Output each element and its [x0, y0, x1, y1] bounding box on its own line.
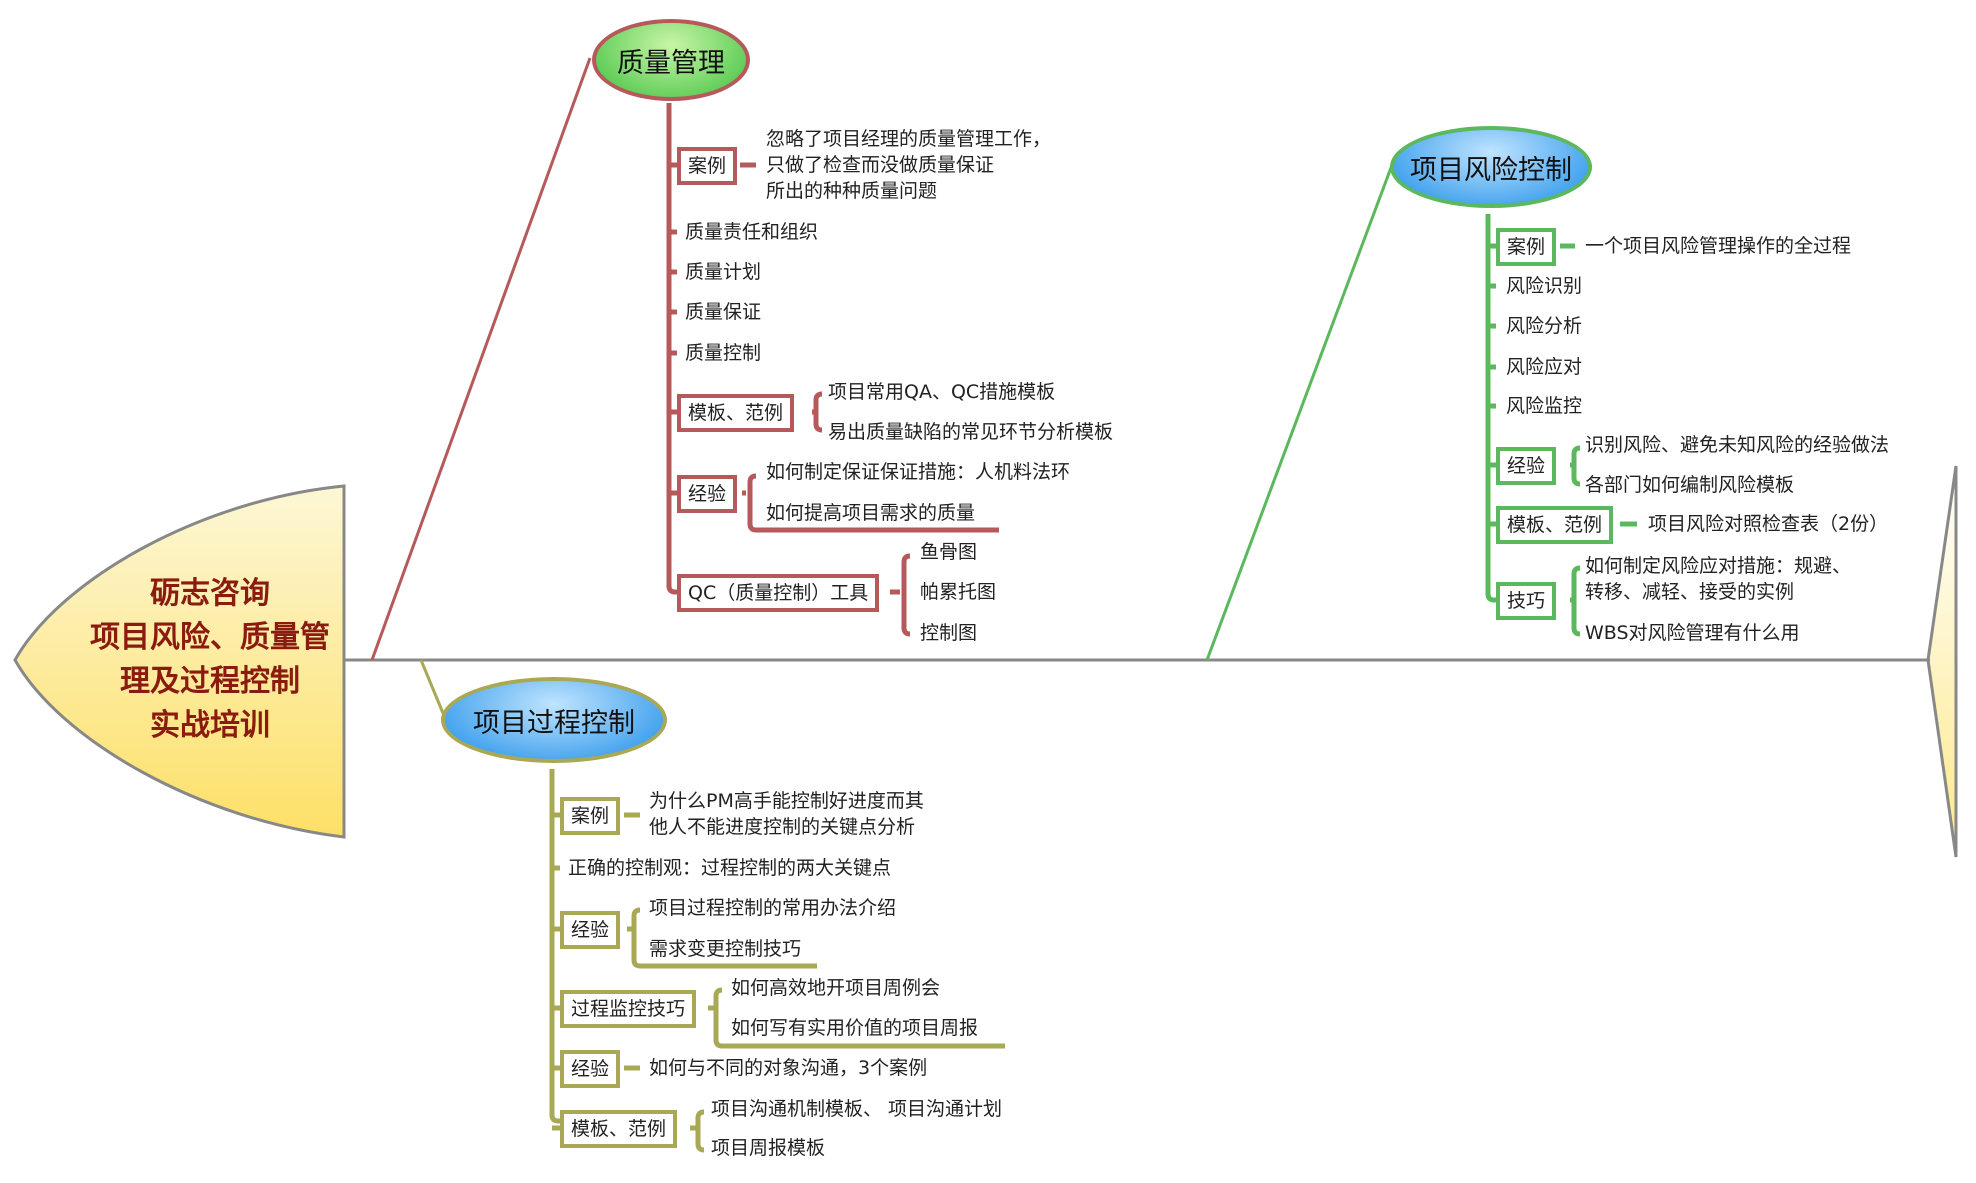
topic-quality[interactable]: 质量管理: [592, 19, 750, 101]
title-line: 实战培训: [150, 708, 270, 743]
quality-tool-child[interactable]: 鱼骨图: [920, 541, 978, 563]
process-monitor-child[interactable]: 如何写有实用价值的项目周报: [731, 1017, 979, 1039]
topic-risk[interactable]: 项目风险控制: [1390, 126, 1592, 208]
quality-item[interactable]: 质量保证: [685, 301, 762, 323]
risk-experience-child[interactable]: 各部门如何编制风险模板: [1585, 474, 1795, 496]
text-line: 转移、减轻、接受的实例: [1585, 581, 1795, 603]
risk-experience-child[interactable]: 识别风险、避免未知风险的经验做法: [1585, 434, 1890, 456]
process-experience-child[interactable]: 项目过程控制的常用办法介绍: [649, 897, 897, 919]
process-template-child[interactable]: 项目沟通机制模板、 项目沟通计划: [711, 1098, 1003, 1120]
quality-item[interactable]: 质量计划: [685, 261, 762, 283]
title-line: 砺志咨询: [150, 576, 270, 611]
quality-item[interactable]: 质量控制: [685, 342, 762, 364]
text-line: 如何制定风险应对措施：规避、: [1585, 555, 1852, 577]
quality-template-child[interactable]: 项目常用QA、QC措施模板: [828, 381, 1056, 403]
quality-tool-child[interactable]: 帕累托图: [920, 581, 997, 603]
process-experience2-node[interactable]: 经验: [560, 1050, 621, 1088]
risk-experience-node[interactable]: 经验: [1496, 447, 1557, 485]
process-experience2-child[interactable]: 如何与不同的对象沟通，3个案例: [649, 1057, 928, 1079]
risk-template-node[interactable]: 模板、范例: [1496, 506, 1614, 544]
risk-item[interactable]: 风险应对: [1506, 356, 1583, 378]
process-monitor-node[interactable]: 过程监控技巧: [560, 990, 697, 1028]
process-experience-node[interactable]: 经验: [560, 911, 621, 949]
quality-experience-child[interactable]: 如何制定保证保证措施：人机料法环: [766, 461, 1071, 483]
quality-tools-node[interactable]: QC（质量控制）工具: [677, 574, 880, 612]
risk-case-node[interactable]: 案例: [1496, 228, 1557, 266]
quality-experience-child[interactable]: 如何提高项目需求的质量: [766, 502, 976, 524]
risk-skills-child[interactable]: WBS对风险管理有什么用: [1585, 622, 1800, 644]
topic-process[interactable]: 项目过程控制: [441, 677, 667, 763]
process-item[interactable]: 正确的控制观：过程控制的两大关键点: [568, 857, 892, 879]
risk-item[interactable]: 风险分析: [1506, 315, 1583, 337]
text-line: 忽略了项目经理的质量管理工作，: [766, 128, 1052, 150]
quality-case-node[interactable]: 案例: [677, 147, 738, 185]
fish-head: [13, 484, 346, 839]
risk-item[interactable]: 风险监控: [1506, 395, 1583, 417]
risk-item[interactable]: 风险识别: [1506, 275, 1583, 297]
text-line: 为什么PM高手能控制好进度而其: [649, 790, 924, 812]
risk-skills-child[interactable]: 如何制定风险应对措施：规避、 转移、减轻、接受的实例: [1585, 553, 1851, 605]
fish-tail: [1926, 465, 1958, 858]
risk-case-text[interactable]: 一个项目风险管理操作的全过程: [1585, 235, 1852, 257]
process-case-node[interactable]: 案例: [560, 797, 621, 835]
process-template-node[interactable]: 模板、范例: [560, 1110, 678, 1148]
process-monitor-child[interactable]: 如何高效地开项目周例会: [731, 977, 941, 999]
process-experience-child[interactable]: 需求变更控制技巧: [649, 938, 802, 960]
text-line: 只做了检查而没做质量保证: [766, 154, 995, 176]
main-title: 砺志咨询 项目风险、质量管 理及过程控制 实战培训: [45, 572, 375, 748]
text-line: 所出的种种质量问题: [766, 180, 938, 202]
quality-experience-node[interactable]: 经验: [677, 475, 738, 513]
title-line: 理及过程控制: [120, 664, 300, 699]
process-case-text[interactable]: 为什么PM高手能控制好进度而其 他人不能进度控制的关键点分析: [649, 788, 924, 840]
quality-case-text: 忽略了项目经理的质量管理工作， 只做了检查而没做质量保证 所出的种种质量问题: [766, 126, 1051, 204]
risk-template-child[interactable]: 项目风险对照检查表（2份）: [1648, 513, 1889, 535]
process-template-child[interactable]: 项目周报模板: [711, 1137, 826, 1159]
quality-template-child[interactable]: 易出质量缺陷的常见环节分析模板: [828, 421, 1114, 443]
quality-tool-child[interactable]: 控制图: [920, 622, 978, 644]
title-line: 项目风险、质量管: [90, 620, 330, 655]
risk-skills-node[interactable]: 技巧: [1496, 582, 1557, 620]
quality-template-node[interactable]: 模板、范例: [677, 394, 795, 432]
quality-item[interactable]: 质量责任和组织: [685, 221, 819, 243]
text-line: 他人不能进度控制的关键点分析: [649, 816, 916, 838]
